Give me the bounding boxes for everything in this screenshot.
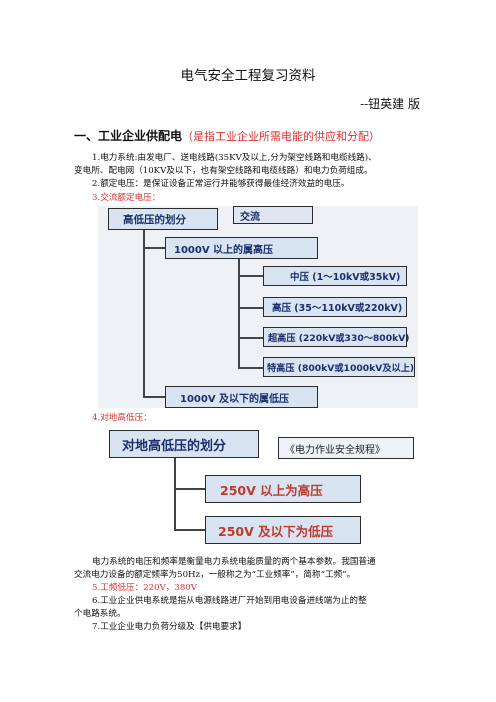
section-heading-note: （是指工业企业所需电能的供应和分配）	[182, 130, 381, 143]
item-7: 7.工业企业电力负荷分级及【供电要求】	[92, 622, 247, 632]
document-title: 电气安全工程复习资料	[180, 68, 316, 84]
item-5: 5.工频低压：220V，380V	[92, 583, 197, 593]
item-3: 3.交流额定电压：	[92, 193, 161, 203]
item-1-line-2: 变电所、配电网（10KV及以下，也有架空线路和电缆线路）和电力负荷组成。	[74, 166, 373, 176]
ground-division-box: 对地高低压的划分	[109, 430, 259, 458]
tree2-branch-low-line	[174, 529, 205, 531]
section-heading-text: 一、工业企业供配电	[74, 129, 183, 143]
branch-hv-line	[238, 307, 263, 309]
paragraph-line-2: 交流电力设备的额定频率为50Hz，一般称之为“工业频率”，简称“工频”。	[74, 570, 356, 580]
above-1000v-box: 1000V 以上的属高压	[165, 237, 318, 259]
high-voltage-box: 高压 (35～110kV或220kV)	[263, 297, 407, 317]
tree-trunk-line	[143, 230, 145, 397]
item-6-line-1: 6.工业企业供电系统是指从电源线路进厂开始到用电设备进线端为止的整	[92, 596, 367, 606]
sub-trunk-line	[238, 259, 240, 368]
above-250v-box: 250V 以上为高压	[205, 475, 361, 503]
voltage-division-box: 高低压的划分	[108, 208, 218, 230]
ac-tag-box: 交流	[233, 206, 313, 224]
document-author: --钮英建 版	[360, 97, 420, 111]
branch-high-line	[143, 247, 165, 249]
below-1000v-box: 1000V 及以下的属低压	[165, 386, 318, 408]
extra-high-voltage-box: 超高压 (220kV或330～800kV)	[263, 327, 410, 347]
branch-low-line	[143, 396, 165, 398]
ultra-high-voltage-box: 特高压 (800kV或1000kV及以上)	[263, 357, 415, 377]
section-heading: 一、工业企业供配电（是指工业企业所需电能的供应和分配）	[74, 127, 380, 144]
branch-ehv-line	[238, 337, 263, 339]
branch-mid-line	[238, 275, 263, 277]
tree2-branch-high-line	[174, 488, 205, 490]
item-1-line-1: 1.电力系统:由发电厂、送电线路(35KV及以上,分为架空线路和电缆线路)、	[92, 153, 377, 163]
paragraph-line-1: 电力系统的电压和频率是衡量电力系统电能质量的两个基本参数。我国普通	[92, 557, 376, 567]
branch-uhv-line	[238, 367, 263, 369]
safety-regulation-box: 《电力作业安全规程》	[278, 437, 414, 459]
item-2: 2.额定电压：是保证设备正常运行并能够获得最佳经济效益的电压。	[92, 179, 350, 189]
item-6-line-2: 个电路系统。	[74, 609, 126, 619]
below-250v-box: 250V 及以下为低压	[205, 516, 361, 544]
medium-voltage-box: 中压 (1～10kV或35kV)	[263, 266, 407, 286]
tree2-trunk-line	[174, 458, 176, 530]
item-4: 4.对地高低压：	[92, 413, 152, 423]
